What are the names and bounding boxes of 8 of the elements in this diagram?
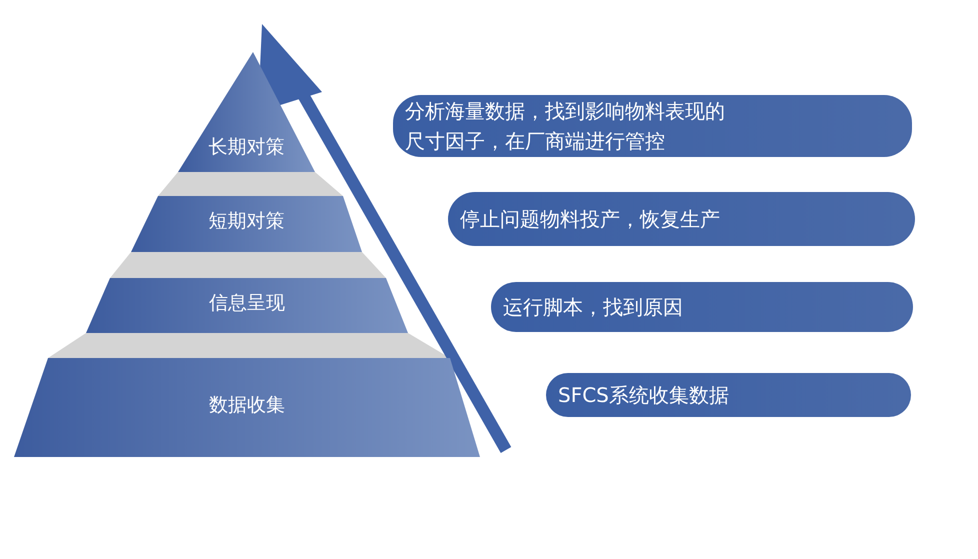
tier-label: 短期对策 bbox=[208, 209, 286, 234]
description-box: 运行脚本，找到原因 bbox=[491, 282, 913, 332]
description-box: 分析海量数据，找到影响物料表现的尺寸因子，在厂商端进行管控 bbox=[393, 95, 912, 157]
tier-label: 数据收集 bbox=[208, 393, 286, 418]
description-box: 停止问题物料投产，恢复生产 bbox=[448, 192, 915, 246]
tier-label: 信息呈现 bbox=[208, 291, 286, 316]
description-box: SFCS系统收集数据 bbox=[546, 373, 911, 417]
tier-label: 长期对策 bbox=[208, 135, 286, 160]
